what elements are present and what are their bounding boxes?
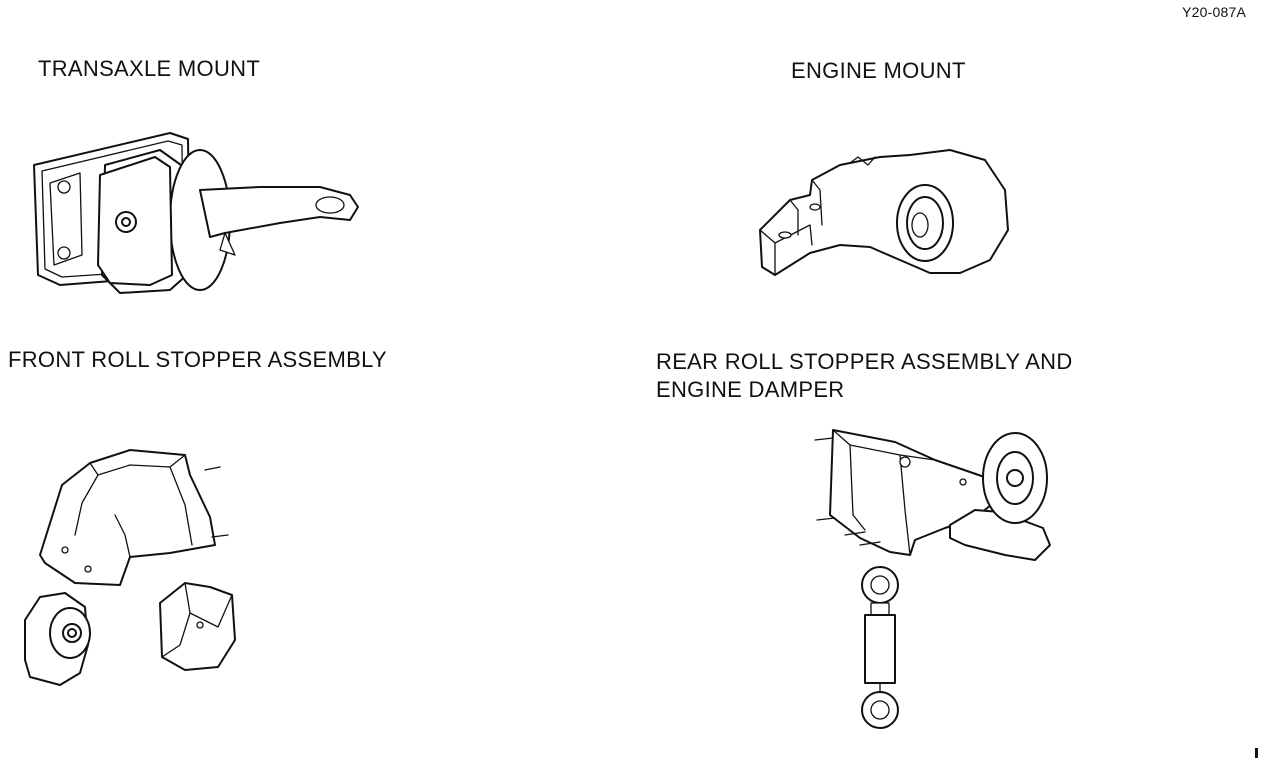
engine-mount-label: ENGINE MOUNT <box>791 58 966 83</box>
rear-roll-stopper-illustration <box>814 429 1051 729</box>
rear-roll-stopper-label: REAR ROLL STOPPER ASSEMBLY AND ENGINE DA… <box>656 348 1073 404</box>
transaxle-mount-label: TRANSAXLE MOUNT <box>38 56 261 81</box>
figure-reference-code: Y20-087A <box>1182 4 1246 20</box>
front-roll-stopper-label: FRONT ROLL STOPPER ASSEMBLY <box>8 347 387 372</box>
rear-roll-stopper-label-line1: REAR ROLL STOPPER ASSEMBLY AND <box>656 349 1073 374</box>
transaxle-mount-illustration <box>33 132 359 294</box>
rear-roll-stopper-label-line2: ENGINE DAMPER <box>656 377 845 402</box>
front-roll-stopper-illustration <box>24 449 236 686</box>
engine-mount-illustration <box>759 149 1009 276</box>
page-edge-mark <box>1255 748 1258 758</box>
